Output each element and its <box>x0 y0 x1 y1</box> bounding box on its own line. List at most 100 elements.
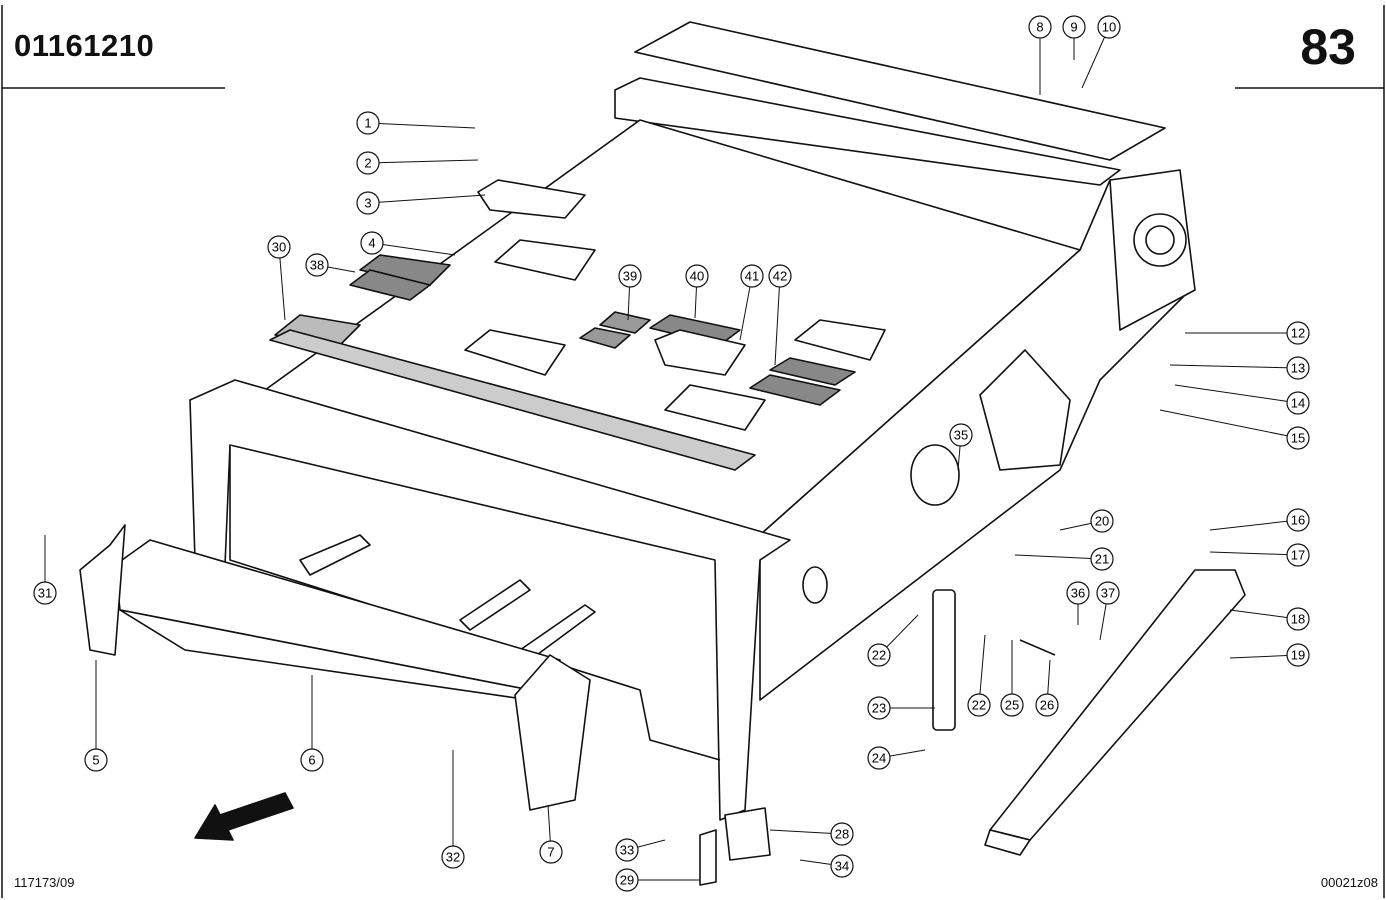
callout-circle <box>539 840 563 864</box>
callout-number: 3 <box>364 196 371 211</box>
callout-number: 28 <box>835 827 849 842</box>
callout-circle <box>1286 391 1310 415</box>
callout-number: 32 <box>446 850 460 865</box>
page-number: 83 <box>1300 19 1356 75</box>
callout-number: 23 <box>872 701 886 716</box>
drawing-reference: 117173/09 <box>14 875 75 890</box>
callout-leader-line <box>1174 384 1299 404</box>
callout-circle <box>300 748 324 772</box>
callout-number: 4 <box>368 236 375 251</box>
callout-circle <box>768 264 792 288</box>
callout-circle <box>305 253 329 277</box>
callout-circle <box>1286 321 1310 345</box>
callout-circle <box>685 264 709 288</box>
callout-circle <box>1062 15 1086 39</box>
callout-leader-line <box>774 275 781 366</box>
callout-number: 37 <box>1101 586 1115 601</box>
callout-number: 2 <box>364 156 371 171</box>
callout-circle <box>1090 547 1114 571</box>
callout-number: 41 <box>745 269 759 284</box>
page-frame <box>1 5 1385 898</box>
callout-circle <box>740 264 764 288</box>
callout-number: 13 <box>1291 361 1305 376</box>
callout-number: 22 <box>972 698 986 713</box>
callout-number: 5 <box>92 753 99 768</box>
callout-number: 21 <box>1095 552 1109 567</box>
callout-number: 29 <box>620 873 634 888</box>
callout-number: 15 <box>1291 431 1305 446</box>
callout-circle <box>1097 15 1121 39</box>
callout-circle <box>615 838 639 862</box>
callout-circle <box>867 643 891 667</box>
callout-circle <box>867 696 891 720</box>
document-number: 01161210 <box>14 28 155 63</box>
callout-circle <box>967 693 991 717</box>
callout-leader-line <box>978 634 986 706</box>
callout-number: 8 <box>1036 20 1043 35</box>
callout-circle <box>1286 607 1310 631</box>
callout-circle <box>1090 509 1114 533</box>
callout-leader-line <box>1159 409 1299 439</box>
callout-number: 40 <box>690 269 704 284</box>
callout-circle <box>441 845 465 869</box>
callout-leader-line <box>1169 364 1299 369</box>
callout-number: 42 <box>773 269 787 284</box>
callout-leader-line <box>278 246 286 321</box>
callout-number: 17 <box>1291 548 1305 563</box>
callout-number: 36 <box>1071 586 1085 601</box>
callout-circle <box>1286 508 1310 532</box>
callout-number: 31 <box>38 586 52 601</box>
callout-circle <box>830 822 854 846</box>
callout-circle <box>1286 643 1310 667</box>
callout-circle <box>356 191 380 215</box>
callout-leader-line <box>367 194 486 204</box>
callout-number: 14 <box>1291 396 1305 411</box>
callout-circle <box>84 748 108 772</box>
callout-circle <box>360 231 384 255</box>
callout-circle <box>1286 356 1310 380</box>
callout-number: 7 <box>547 845 554 860</box>
callout-number: 22 <box>872 648 886 663</box>
callout-circle <box>1000 693 1024 717</box>
callout-circle <box>356 151 380 175</box>
image-code: 00021z08 <box>1320 875 1378 890</box>
callout-number: 38 <box>310 258 324 273</box>
callout-number: 6 <box>308 753 315 768</box>
callout-number: 19 <box>1291 648 1305 663</box>
callout-circle <box>1096 581 1120 605</box>
callout-number: 30 <box>272 240 286 255</box>
callout-leader-line <box>1014 554 1103 560</box>
callout-number: 33 <box>620 843 634 858</box>
callout-number: 35 <box>954 428 968 443</box>
callout-number: 1 <box>364 116 371 131</box>
callout-circle <box>267 235 291 259</box>
callout-leader-line <box>1209 519 1299 531</box>
callout-number: 16 <box>1291 513 1305 528</box>
callout-circle <box>1286 426 1310 450</box>
callout-number: 39 <box>623 269 637 284</box>
callout-circle <box>867 746 891 770</box>
callout-number: 25 <box>1005 698 1019 713</box>
callout-circle <box>1035 693 1059 717</box>
callout-circle <box>830 854 854 878</box>
callout-number: 34 <box>835 859 849 874</box>
callout-circle <box>33 581 57 605</box>
callout-number: 18 <box>1291 612 1305 627</box>
callout-number: 10 <box>1102 20 1116 35</box>
callout-leader-line <box>371 242 456 256</box>
callout-circle <box>1286 543 1310 567</box>
callout-number: 24 <box>872 751 886 766</box>
callout-leader-line <box>367 122 476 129</box>
frame-drawing <box>79 21 1246 886</box>
callout-number: 20 <box>1095 514 1109 529</box>
callout-number: 26 <box>1040 698 1054 713</box>
callout-number: 12 <box>1291 326 1305 341</box>
callout-circle <box>1066 581 1090 605</box>
callout-leader-line <box>367 159 479 164</box>
callout-circle <box>1028 15 1052 39</box>
callout-circle <box>356 111 380 135</box>
callout-circle <box>949 423 973 447</box>
